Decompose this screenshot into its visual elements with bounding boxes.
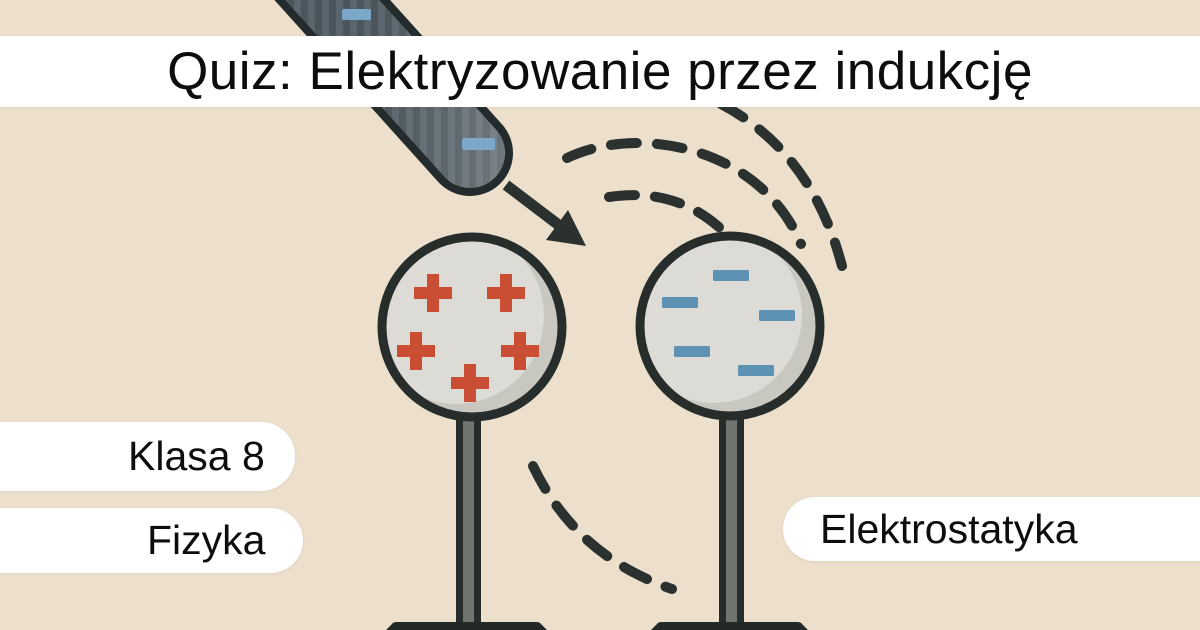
- arc-middle: [562, 138, 806, 249]
- rod-highlight: [140, 0, 526, 209]
- plus-charge: [501, 332, 539, 370]
- motion-arcs: [528, 99, 847, 594]
- rod-outline: [116, 0, 513, 196]
- right-sphere-fill: [640, 236, 802, 403]
- grade-badge-label: Klasa 8: [128, 433, 265, 479]
- arc-inner: [604, 190, 726, 234]
- rod-minus-charge: [462, 138, 495, 150]
- minus-charge: [674, 346, 710, 357]
- plus-charge: [397, 332, 435, 370]
- plus-charge: [487, 274, 525, 312]
- arc-outer: [716, 99, 847, 271]
- right-stand: [651, 405, 808, 630]
- plus-charge: [451, 364, 489, 402]
- subject-badge: Fizyka: [0, 508, 303, 573]
- arrow-head: [546, 210, 586, 246]
- negative-charges: [662, 270, 795, 376]
- arrow-shaft: [502, 180, 564, 231]
- right-sphere-outline: [635, 231, 825, 421]
- subject-badge-label: Fizyka: [147, 517, 266, 563]
- grade-badge: Klasa 8: [0, 422, 295, 491]
- left-stand: [386, 405, 547, 630]
- minus-charge: [738, 365, 774, 376]
- left-pole-highlight: [463, 405, 474, 624]
- arc-bottom: [528, 461, 677, 594]
- minus-charge: [662, 297, 698, 308]
- title-banner: Quiz: Elektryzowanie przez indukcję: [0, 36, 1200, 107]
- topic-badge: Elektrostatyka: [783, 497, 1200, 561]
- minus-charge: [713, 270, 749, 281]
- right-pole-highlight: [726, 405, 737, 624]
- rod-minus-charge: [342, 9, 371, 20]
- left-sphere: [377, 232, 567, 422]
- right-sphere: [635, 231, 825, 421]
- left-base: [386, 622, 547, 630]
- minus-charge: [759, 310, 795, 321]
- left-sphere-outline: [377, 232, 567, 422]
- right-base: [651, 622, 808, 630]
- positive-charges: [397, 274, 539, 402]
- quiz-title: Quiz: Elektryzowanie przez indukcję: [167, 42, 1033, 101]
- topic-badge-label: Elektrostatyka: [820, 505, 1078, 552]
- plus-charge: [414, 274, 452, 312]
- approach-arrow: [502, 180, 586, 246]
- charged-rod: [116, 0, 526, 209]
